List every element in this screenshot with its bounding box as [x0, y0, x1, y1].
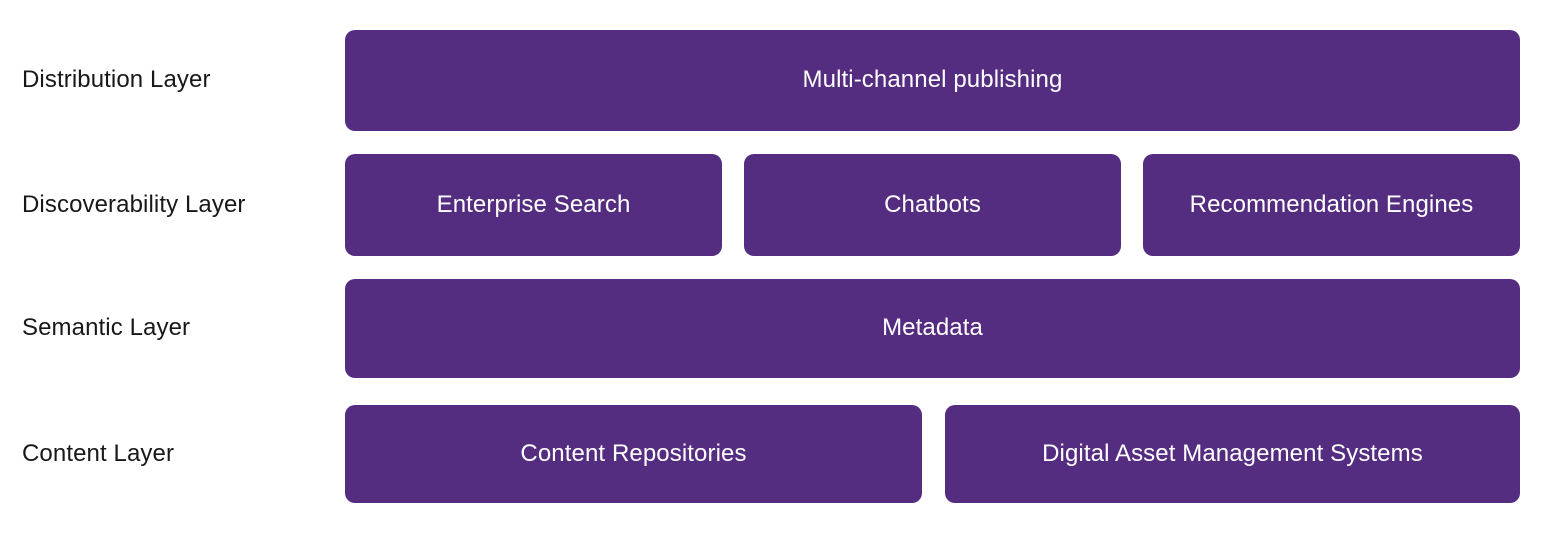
node-label: Chatbots — [884, 190, 981, 218]
node-chatbots[interactable]: Chatbots — [744, 154, 1121, 256]
layer-label-distribution: Distribution Layer — [22, 66, 211, 94]
layer-boxes-distribution: Multi-channel publishing — [345, 30, 1520, 131]
layer-row-semantic: Semantic Layer Metadata — [0, 279, 1542, 378]
layer-boxes-content: Content Repositories Digital Asset Manag… — [345, 405, 1520, 503]
node-enterprise-search[interactable]: Enterprise Search — [345, 154, 722, 256]
layer-row-discoverability: Discoverability Layer Enterprise Search … — [0, 154, 1542, 256]
layer-boxes-discoverability: Enterprise Search Chatbots Recommendatio… — [345, 154, 1520, 256]
layer-row-distribution: Distribution Layer Multi-channel publish… — [0, 30, 1542, 131]
node-metadata[interactable]: Metadata — [345, 279, 1520, 378]
node-label: Multi-channel publishing — [802, 66, 1063, 94]
node-label: Enterprise Search — [436, 190, 631, 218]
node-label: Digital Asset Management Systems — [1042, 439, 1423, 467]
node-recommendation-engines[interactable]: Recommendation Engines — [1143, 154, 1520, 256]
node-digital-asset-management-systems[interactable]: Digital Asset Management Systems — [944, 405, 1520, 503]
layer-label-semantic: Semantic Layer — [22, 314, 191, 342]
layer-label-discoverability: Discoverability Layer — [22, 190, 246, 218]
layer-boxes-semantic: Metadata — [345, 279, 1520, 378]
node-label: Metadata — [882, 314, 983, 342]
node-label: Recommendation Engines — [1189, 190, 1474, 218]
layer-row-content: Content Layer Content Repositories Digit… — [0, 405, 1542, 503]
node-label: Content Repositories — [520, 439, 747, 467]
node-multi-channel-publishing[interactable]: Multi-channel publishing — [345, 30, 1520, 131]
layer-label-content: Content Layer — [22, 439, 175, 467]
node-content-repositories[interactable]: Content Repositories — [345, 405, 922, 503]
